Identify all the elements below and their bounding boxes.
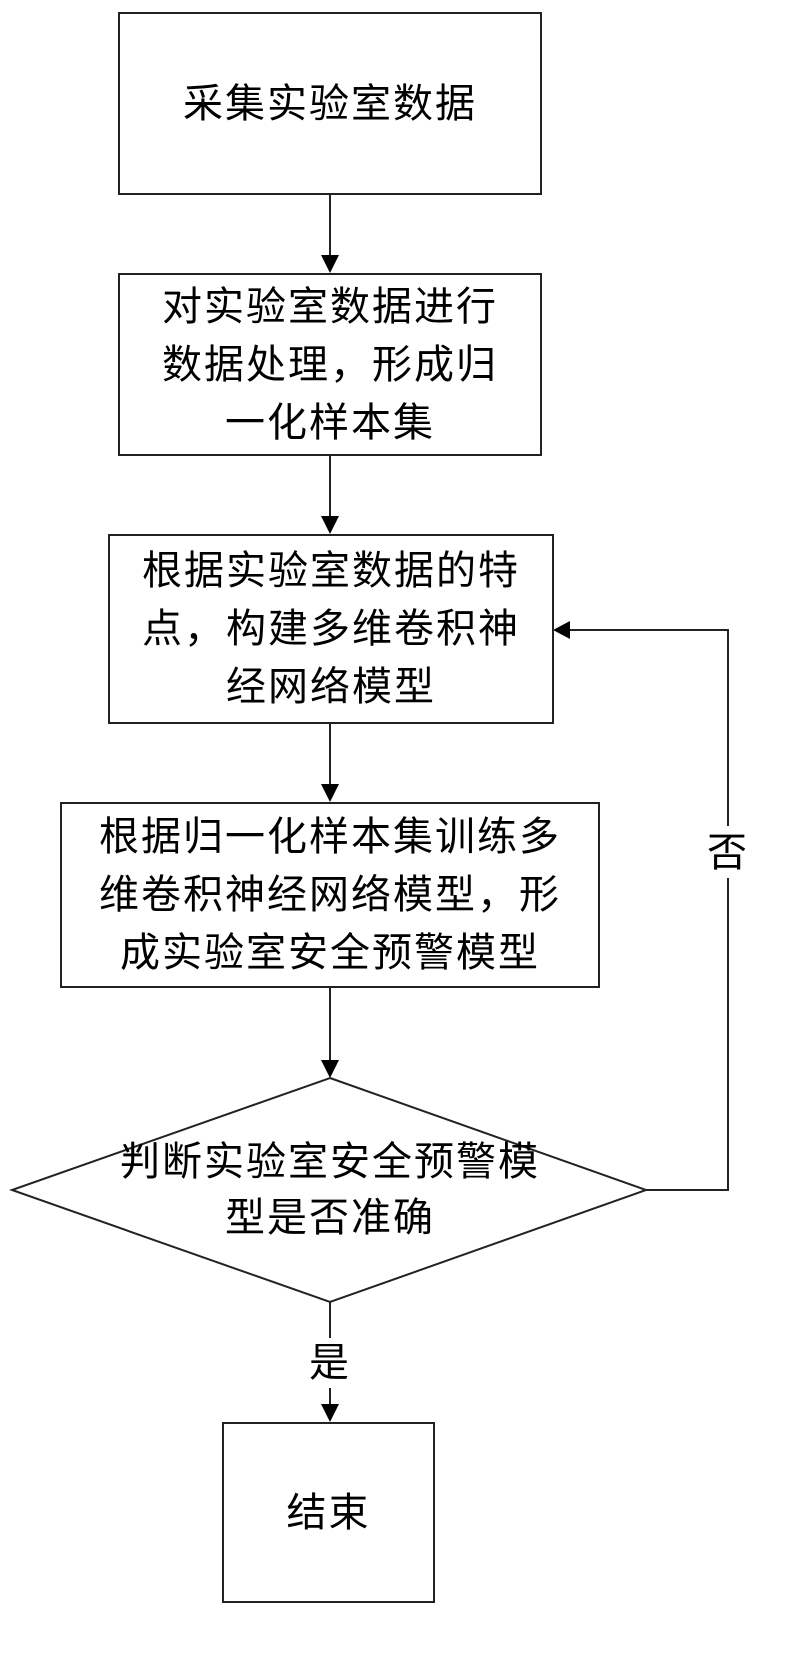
yes-label: 是 bbox=[309, 1340, 349, 1386]
arrow-step2-to-step3 bbox=[321, 456, 339, 534]
end-text: 结束 bbox=[286, 1489, 371, 1536]
end-box: 结束 bbox=[222, 1422, 435, 1603]
no-label: 否 bbox=[707, 830, 747, 876]
arrow-decision-to-step3-feedback bbox=[553, 621, 729, 1191]
step-build-model-text: 根据实验室数据的特 点，构建多维卷积神 经网络模型 bbox=[142, 548, 520, 710]
arrow-decision-to-end bbox=[321, 1302, 339, 1422]
step-process-data-box: 对实验室数据进行 数据处理，形成归 一化样本集 bbox=[118, 273, 542, 456]
step-build-model-box: 根据实验室数据的特 点，构建多维卷积神 经网络模型 bbox=[108, 534, 554, 724]
arrow-step3-to-step4 bbox=[321, 724, 339, 802]
step-train-model-text: 根据归一化样本集训练多 维卷积神经网络模型，形 成实验室安全预警模型 bbox=[99, 814, 561, 976]
decision-text: 判断实验室安全预警模 型是否准确 bbox=[120, 1139, 540, 1241]
step-process-data-text: 对实验室数据进行 数据处理，形成归 一化样本集 bbox=[162, 283, 498, 446]
arrow-step1-to-step2 bbox=[321, 195, 339, 273]
step-collect-data-box: 采集实验室数据 bbox=[118, 12, 542, 195]
step-train-model-box: 根据归一化样本集训练多 维卷积神经网络模型，形 成实验室安全预警模型 bbox=[60, 802, 600, 988]
step-collect-data-text: 采集实验室数据 bbox=[183, 80, 477, 127]
arrow-step4-to-decision bbox=[321, 988, 339, 1078]
